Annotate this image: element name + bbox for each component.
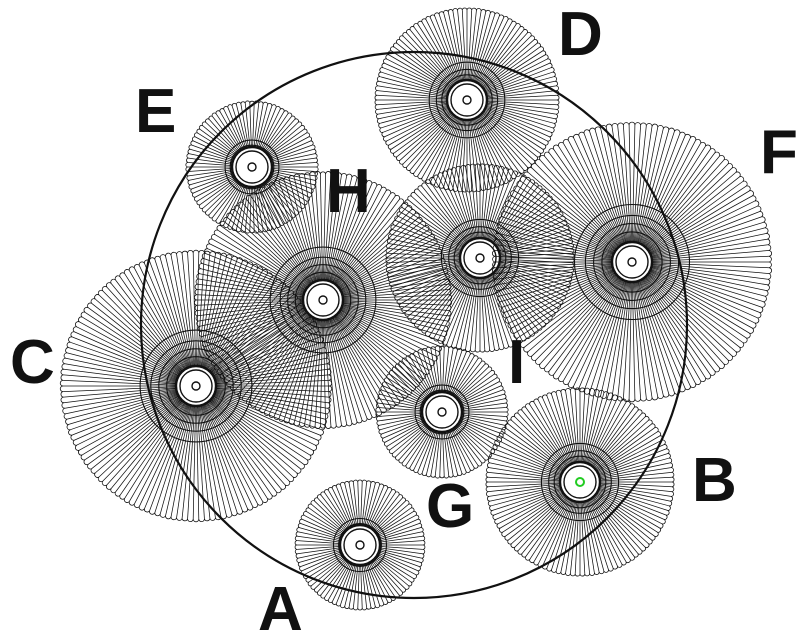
label-H: H: [326, 157, 371, 226]
gear-C-ring: [158, 348, 234, 424]
label-A: A: [258, 575, 303, 631]
gear-F-ring: [584, 214, 680, 310]
gear-G-spokes: [378, 347, 506, 477]
gear-I-ring: [448, 226, 512, 290]
gear-D-ring: [435, 68, 499, 132]
label-B: B: [692, 446, 737, 515]
gear-A: [294, 479, 426, 611]
gear-F-spokes: [495, 124, 769, 400]
gear-E: [185, 100, 319, 234]
label-G: G: [426, 472, 474, 541]
gear-H-ring: [287, 264, 359, 336]
gear-G-ring: [419, 389, 465, 435]
gear-F-ring: [573, 203, 691, 321]
gear-H: [194, 171, 452, 429]
gear-I: [385, 163, 575, 353]
gear-C-spokes: [63, 252, 329, 520]
label-D: D: [558, 0, 603, 69]
gear-D: [374, 7, 560, 193]
gear-I-ring: [453, 231, 507, 285]
label-E: E: [135, 77, 176, 146]
gear-G-ring: [414, 384, 470, 440]
gear-A-rim: [294, 479, 426, 611]
gear-C: [59, 249, 333, 523]
gear-D-axle: [462, 95, 472, 105]
gear-A-ring: [338, 523, 382, 567]
gear-H-ring: [279, 256, 367, 344]
gear-C-axle: [191, 381, 201, 391]
gear-H-axle: [318, 295, 328, 305]
gear-F: [492, 121, 772, 403]
gear-F-ring: [593, 223, 671, 301]
gear-H-spokes: [197, 173, 449, 427]
gear-A-spokes: [297, 481, 423, 609]
gear-E-ring: [224, 139, 280, 195]
gear-B-spokes: [488, 390, 672, 574]
gear-H-ring: [269, 246, 377, 354]
gear-G: [375, 345, 509, 479]
gear-F-axle: [627, 257, 637, 267]
gear-F-rim: [492, 121, 772, 403]
gear-E-spokes: [188, 102, 316, 232]
gear-E-ring: [229, 144, 275, 190]
label-C: C: [10, 328, 55, 397]
gear-E-axle: [247, 162, 257, 172]
gear-B-axle: [575, 477, 585, 487]
gear-C-ring: [150, 340, 242, 432]
label-I: I: [508, 328, 525, 397]
gear-G-rim: [375, 345, 509, 479]
gear-D-ring: [428, 61, 506, 139]
gear-I-ring: [440, 218, 520, 298]
gear-C-ring: [166, 356, 226, 416]
gear-B-ring: [540, 442, 620, 522]
gear-I-axle: [475, 253, 485, 263]
label-F: F: [760, 118, 798, 187]
gear-G-axle: [437, 407, 447, 417]
gear-B-ring: [553, 455, 607, 509]
gear-B-ring: [548, 450, 612, 514]
gear-D-spokes: [377, 10, 557, 190]
gear-D-ring: [441, 74, 493, 126]
gear-B-rim: [485, 387, 675, 577]
gear-A-ring: [332, 517, 388, 573]
gear-E-rim: [185, 100, 319, 234]
gear-H-ring: [294, 271, 352, 329]
gear-A-axle: [355, 540, 365, 550]
gear-F-ring: [601, 231, 663, 293]
gear-B: [485, 387, 675, 577]
